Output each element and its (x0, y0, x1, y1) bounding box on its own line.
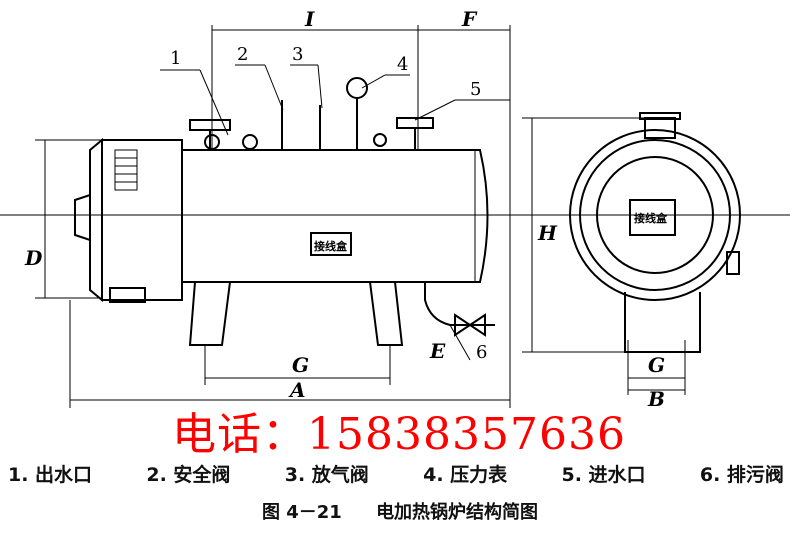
front-knob (74, 193, 91, 242)
legend-item: 4. 压力表 (423, 464, 508, 486)
phone-watermark: 电话：15838357636 (172, 409, 626, 460)
figure-number: 图 4－21 (261, 502, 342, 523)
vent-grille (114, 149, 138, 191)
dim-H: H (537, 221, 558, 245)
dim-G: G (292, 353, 309, 377)
side-view (569, 112, 741, 353)
legend-item: 6. 排污阀 (699, 464, 784, 486)
left-leg (188, 281, 231, 346)
dim-I: I (304, 7, 315, 31)
junction-box (310, 232, 352, 256)
callout-2: 2 (237, 44, 248, 65)
legend-item: 5. 进水口 (561, 464, 646, 486)
base-plate (109, 287, 146, 303)
top-fittings (189, 77, 434, 150)
drain-valve (454, 313, 486, 337)
legend-item: 1. 出水口 (8, 464, 93, 486)
dim-F: F (461, 7, 478, 31)
figure-caption: 图 4－21 电加热锅炉结构简图 (0, 502, 800, 524)
callout-1: 1 (170, 48, 181, 69)
dim-D: D (24, 246, 43, 270)
callout-leaders (160, 64, 510, 361)
drain-pipe (424, 282, 495, 326)
junction-box-label: 接线盒 (314, 239, 348, 253)
front-cover (89, 137, 103, 303)
dim-A: A (288, 378, 306, 402)
dim-B: B (647, 387, 665, 411)
dimension-lines (35, 25, 700, 408)
side-junction-box-label: 接线盒 (634, 211, 668, 225)
legend-item: 2. 安全阀 (146, 464, 231, 486)
callout-5: 5 (470, 79, 481, 100)
right-leg (369, 281, 404, 346)
boiler-shell (181, 149, 489, 283)
figure-title: 电加热锅炉结构简图 (376, 502, 539, 523)
legend-item: 3. 放气阀 (284, 464, 369, 486)
control-cabinet (101, 139, 183, 301)
dim-E: E (429, 339, 446, 363)
callout-3: 3 (292, 44, 303, 65)
callout-6: 6 (476, 342, 487, 363)
legend: 1. 出水口 2. 安全阀 3. 放气阀 4. 压力表 5. 进水口 6. 排污… (8, 464, 798, 486)
dim-G-side: G (648, 353, 665, 377)
callout-4: 4 (397, 54, 408, 75)
